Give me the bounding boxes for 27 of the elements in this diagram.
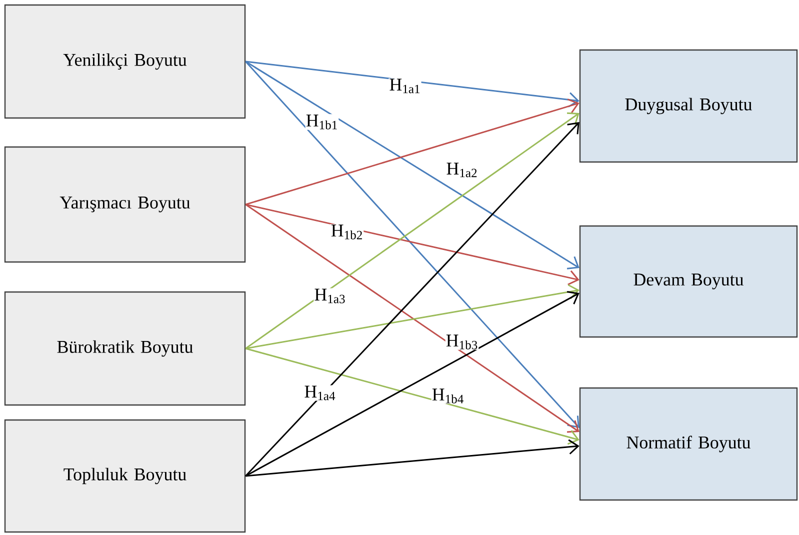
box: Devam Boyutu (579, 225, 798, 338)
arrow (245, 204, 580, 286)
arrow (246, 439, 580, 477)
box: Normatif Boyutu (579, 387, 798, 501)
edge-label: H$_{1a4}$ (304, 385, 336, 401)
box: Topluluk Boyutu (4, 419, 246, 533)
arrow (245, 204, 580, 433)
arrow (245, 291, 580, 477)
arrow (245, 122, 580, 476)
arrow (245, 284, 580, 350)
edge-label: H$_{1b2}$ (330, 224, 364, 240)
box: Yenilikçi Boyutu (4, 4, 246, 119)
edge-label: H$_{1b3}$ (445, 334, 479, 350)
edge-label: H$_{1a2}$ (446, 162, 478, 178)
box: Duygusal Boyutu (579, 49, 798, 163)
box: Yarışmacı Boyutu (4, 146, 246, 263)
arrow (245, 61, 580, 428)
edge-label: H$_{1b4}$ (431, 388, 465, 404)
arrow (245, 348, 580, 445)
arrow (245, 98, 580, 206)
edge-label: H$_{1a1}$ (388, 78, 422, 94)
edge-label: H$_{1b1}$ (305, 114, 339, 130)
arrow (245, 112, 580, 350)
edge-label: H$_{1a3}$ (314, 288, 346, 304)
box: Bürokratik Boyutu (4, 291, 246, 406)
arrow (245, 60, 580, 270)
arrow (246, 60, 580, 108)
